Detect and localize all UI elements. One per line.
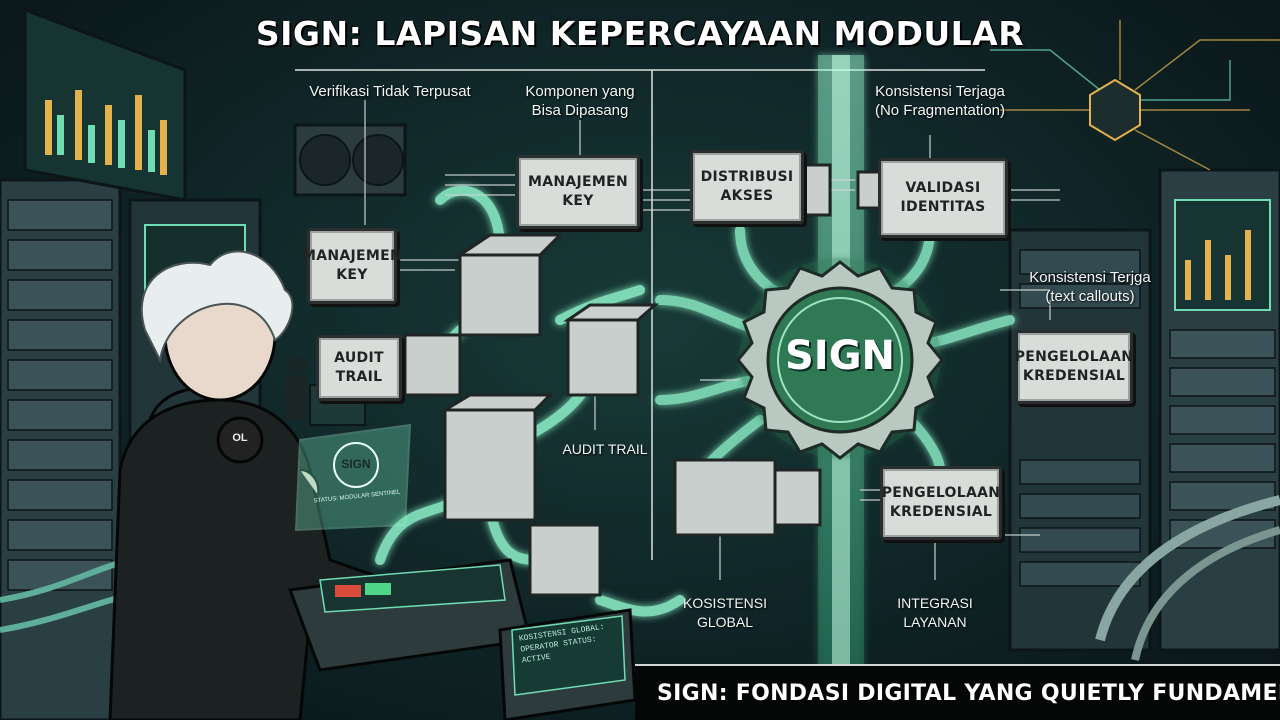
callout-kosistensi-global: KOSISTENSI GLOBAL xyxy=(682,595,768,630)
box-label: VALIDASI IDENTITAS xyxy=(900,180,986,215)
holo-tablet xyxy=(294,423,412,532)
box-manajemen-key-top: MANAJEMEN KEY xyxy=(516,155,640,229)
usb-plug xyxy=(856,170,882,210)
callout-konsistensi-terjga: Konsistensi Terjga (text callouts) xyxy=(1029,269,1151,305)
box-validasi-identitas: VALIDASI IDENTITAS xyxy=(878,158,1008,238)
callout-verifikasi: Verifikasi Tidak Terpusat xyxy=(309,83,471,100)
right-server-racks xyxy=(990,20,1280,661)
headphone-label: OL xyxy=(232,432,248,444)
box-label: MANAJEMEN KEY xyxy=(302,248,403,283)
control-console xyxy=(287,558,637,720)
footer-text: SIGN: FONDASI DIGITAL YANG QUIETLY FUNDA… xyxy=(657,680,1280,706)
footer-banner: SIGN: FONDASI DIGITAL YANG QUIETLY FUNDA… xyxy=(635,664,1280,720)
module-cubes xyxy=(403,233,822,597)
box-label: MANAJEMEN KEY xyxy=(527,174,628,209)
page-title: SIGN: LAPISAN KEPERCAYAAN MODULAR xyxy=(255,14,1025,53)
box-manajemen-key-left: MANAJEMEN KEY xyxy=(302,228,402,304)
box-pengelolaan-right: PENGELOLAAN KREDENSIAL xyxy=(1015,330,1133,404)
callout-integrasi-layanan: INTEGRASI LAYANAN xyxy=(897,595,973,630)
callout-audit-trail: AUDIT TRAIL xyxy=(562,441,648,457)
box-audit-trail: AUDIT TRAIL xyxy=(316,335,402,401)
box-label: DISTRIBUSI AKSES xyxy=(700,169,794,204)
tablet-label: SIGN xyxy=(341,457,371,471)
operator-character xyxy=(108,250,450,720)
box-distribusi-akses: DISTRIBUSI AKSES xyxy=(690,150,804,224)
connector-plug xyxy=(798,163,832,217)
box-label: PENGELOLAAN KREDENSIAL xyxy=(1014,349,1134,384)
emblem-label: SIGN xyxy=(785,333,895,379)
box-label: AUDIT TRAIL xyxy=(334,350,384,385)
box-pengelolaan-bottom: PENGELOLAAN KREDENSIAL xyxy=(880,466,1002,540)
box-label: PENGELOLAAN KREDENSIAL xyxy=(881,485,1001,520)
sign-emblem xyxy=(736,258,944,460)
callout-konsistensi-terjaga: Konsistensi Terjaga (No Fragmentation) xyxy=(874,83,1006,119)
callout-komponen: Komponen yang Bisa Dipasang xyxy=(525,83,635,119)
